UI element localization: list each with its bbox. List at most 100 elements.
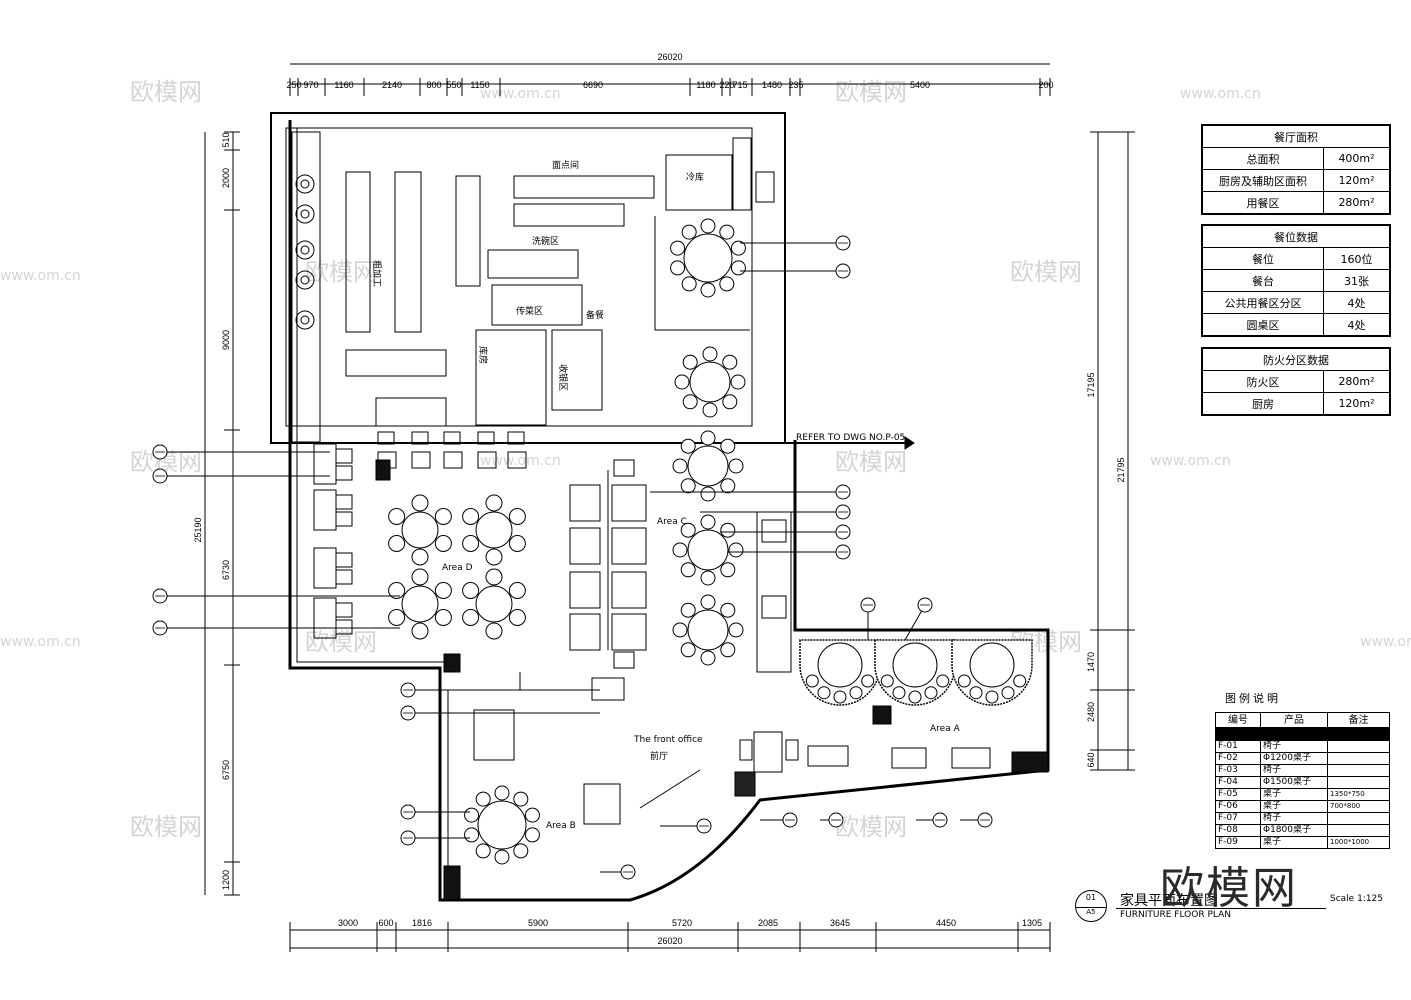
dining-partitions xyxy=(375,459,1049,901)
table-top xyxy=(401,511,439,549)
chair xyxy=(434,609,452,626)
callout xyxy=(820,812,844,828)
chair xyxy=(524,827,540,843)
dim-top-label: 235 xyxy=(788,80,803,90)
booth-seat xyxy=(785,739,799,761)
booth-seat xyxy=(335,494,353,510)
burner-icon xyxy=(300,179,310,189)
table-key: 餐台 xyxy=(1203,270,1324,291)
watermark-text: 欧模网 xyxy=(1010,258,1082,286)
callout xyxy=(960,812,993,828)
chair xyxy=(388,535,406,552)
chair xyxy=(513,843,529,859)
chair xyxy=(720,602,736,618)
dimension-ticks xyxy=(224,78,1135,952)
watermark-text: 欧模网 xyxy=(130,813,202,841)
chair xyxy=(720,478,736,494)
chair xyxy=(680,562,696,578)
legend-note xyxy=(1327,764,1390,777)
callout xyxy=(904,597,933,641)
chair xyxy=(513,791,529,807)
dim-top-label: 5400 xyxy=(910,80,930,90)
table-key: 总面积 xyxy=(1203,148,1324,169)
callout xyxy=(400,830,470,846)
round-table xyxy=(388,494,452,566)
callout xyxy=(152,620,400,636)
dim-right-label: 640 xyxy=(1086,752,1096,767)
callout xyxy=(650,484,851,500)
kitchen-labels: 面点间冷库洗碗区传菜区备餐粗加工库房收银区 xyxy=(371,159,704,391)
chair xyxy=(700,650,716,666)
legend-header-product: 产品 xyxy=(1260,712,1328,728)
dim-right-label: 2480 xyxy=(1086,702,1096,722)
dim-left-label: 1200 xyxy=(221,870,231,890)
callout xyxy=(152,588,400,604)
chair xyxy=(681,276,697,292)
chair xyxy=(672,622,688,638)
chair xyxy=(720,522,736,538)
booth-seat xyxy=(335,448,353,464)
round-table xyxy=(462,568,526,640)
table-key: 圆桌区 xyxy=(1203,314,1324,335)
table-title: 餐厅面积 xyxy=(1274,130,1318,144)
round-table xyxy=(388,568,452,640)
dim-right-inner: 17195 xyxy=(1086,372,1096,397)
table-value: 120m² xyxy=(1338,174,1375,187)
chair xyxy=(680,602,696,618)
legend-product: Φ1200桌子 xyxy=(1260,752,1328,765)
kitchen-label: 传菜区 xyxy=(516,305,543,317)
chair xyxy=(434,535,452,552)
booth-seat xyxy=(951,747,991,769)
callout xyxy=(700,504,851,520)
chair xyxy=(462,508,480,525)
round-table xyxy=(670,218,746,298)
chair xyxy=(700,594,716,610)
chair xyxy=(508,508,526,525)
table-key: 用餐区 xyxy=(1203,192,1324,213)
drawing-title-en: FURNITURE FLOOR PLAN xyxy=(1120,910,1231,920)
chair xyxy=(728,542,744,558)
table-top xyxy=(689,361,731,403)
booth-seat xyxy=(753,731,783,773)
round-table xyxy=(464,785,540,865)
legend-product: Φ1500桌子 xyxy=(1260,776,1328,789)
booth-seat xyxy=(807,745,849,767)
chair xyxy=(464,807,480,823)
sheet-number: A5 xyxy=(1076,907,1106,916)
chair xyxy=(700,282,716,298)
booth-seat xyxy=(761,519,787,543)
legend-code: F-05 xyxy=(1215,788,1261,801)
watermark-url: www.om.cn xyxy=(480,86,561,102)
dim-bottom-label: 3000 xyxy=(338,918,358,928)
chair xyxy=(434,582,452,599)
booth-seat xyxy=(411,431,429,445)
chair xyxy=(719,224,735,240)
chair xyxy=(485,622,503,640)
table-top xyxy=(687,445,729,487)
dim-bottom-label: 600 xyxy=(378,918,393,928)
callout xyxy=(728,544,851,560)
booth-seat xyxy=(761,595,787,619)
chair xyxy=(672,542,688,558)
dim-top-label: 1480 xyxy=(762,80,782,90)
chair xyxy=(680,438,696,454)
dim-bottom-label: 5900 xyxy=(528,918,548,928)
chair xyxy=(861,674,875,688)
watermark-url: www.om.cn xyxy=(0,634,81,650)
burner-icon xyxy=(295,204,315,224)
chair xyxy=(880,674,894,688)
lobby-label: 前厅 xyxy=(650,750,668,762)
watermark-url: www.om.cn xyxy=(1150,453,1231,469)
booth-seat xyxy=(477,431,495,445)
chair xyxy=(730,374,746,390)
kitchen-burners xyxy=(295,174,315,330)
legend-note xyxy=(1327,740,1390,753)
table-value: 4处 xyxy=(1347,296,1366,310)
kitchen-label: 备餐 xyxy=(586,309,604,321)
